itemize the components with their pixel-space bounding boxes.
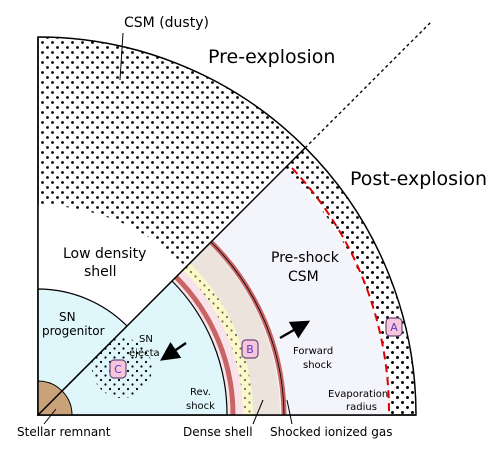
sn-ejecta-label-line1: SN [139, 334, 153, 345]
post-explosion-dust-band [290, 163, 416, 415]
stellar-remnant-label: Stellar remnant [17, 425, 111, 439]
rev-shock-label-line1: Rev. [190, 387, 211, 398]
marker-b: B [241, 339, 259, 359]
sn-progenitor-region [37, 288, 128, 417]
forward-shock-label-line2: shock [303, 360, 332, 371]
reverse-shock-band [174, 275, 236, 416]
reverse-shock-arrow [160, 341, 187, 361]
low-density-label-line1: Low density [63, 246, 146, 262]
svg-text:A: A [390, 321, 398, 334]
dense-shell-label: Dense shell [183, 425, 253, 439]
stellar-remnant-pointer [43, 408, 57, 425]
explosion-divider-line [37, 147, 306, 416]
svg-text:C: C [114, 363, 122, 376]
pre-shock-label-line2: CSM [288, 269, 319, 285]
pre-shock-label-line1: Pre-shock [271, 250, 340, 266]
sn-ejecta-label-line2: ejecta [129, 348, 160, 359]
forward-shock-arrow [279, 320, 311, 340]
evaporation-radius-arc [291, 167, 391, 416]
evaporation-label-line1: Evaporation [328, 389, 388, 400]
shocked-gas-pointer [286, 399, 293, 425]
dense-shell-pointer [252, 399, 264, 425]
post-explosion-label: Post-explosion [350, 168, 487, 190]
pre-explosion-label: Pre-explosion [208, 46, 335, 68]
rev-shock-label-line2: shock [186, 401, 215, 412]
explosion-divider-dotted [304, 20, 433, 149]
csm-dusty-pointer [119, 32, 124, 81]
evaporation-label-line2: radius [346, 402, 377, 413]
shocked-ionized-gas-label: Shocked ionized gas [270, 425, 392, 439]
low-density-label-line2: shell [84, 264, 117, 280]
sn-progenitor-label-line2: progenitor [42, 324, 105, 338]
forward-shock-label-line1: Forward [293, 346, 333, 357]
csm-dusty-label: CSM (dusty) [124, 15, 209, 31]
marker-a: A [385, 317, 403, 337]
sn-progenitor-label-line1: SN [59, 310, 76, 324]
svg-text:B: B [246, 343, 254, 356]
marker-c: C [109, 359, 127, 379]
